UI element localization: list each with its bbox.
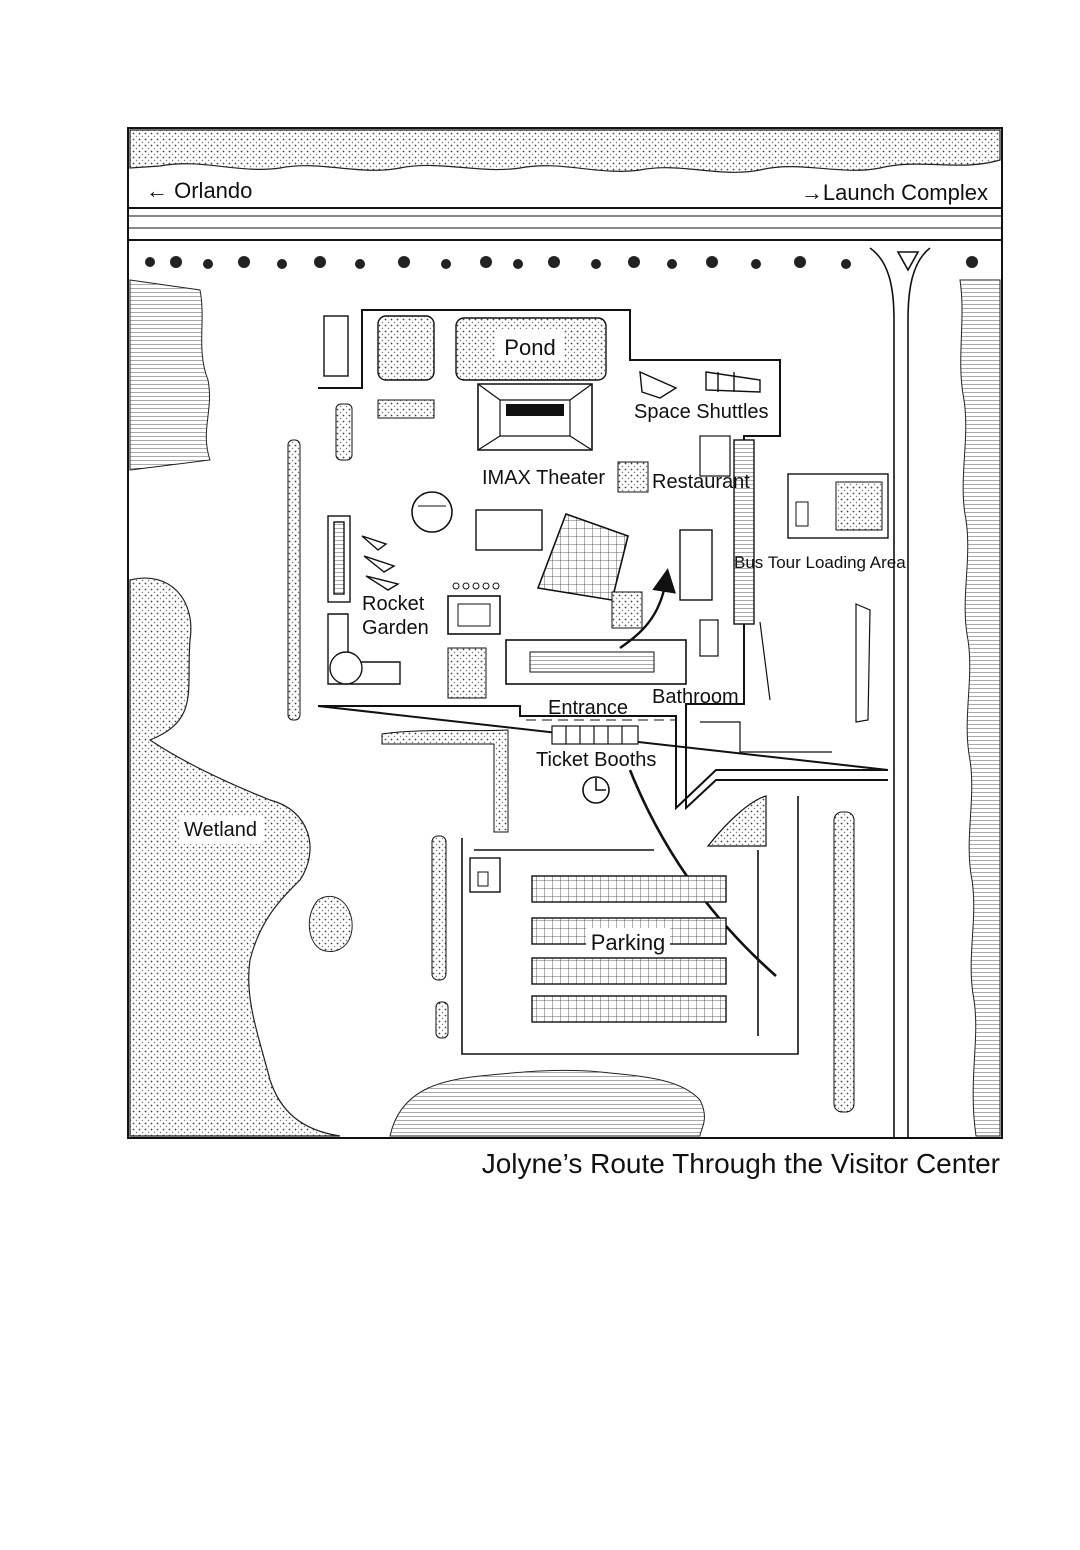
- bus-tour-building: [679, 529, 713, 601]
- wetland-pond: [308, 895, 353, 952]
- dome-building: [411, 491, 453, 533]
- rocket-garden-label-2: Garden: [362, 617, 429, 639]
- map-caption: Jolyne’s Route Through the Visitor Cente…: [481, 1148, 1000, 1179]
- route-arrow-icon: [628, 769, 777, 977]
- triangle-island: [706, 795, 767, 847]
- map-frame: [127, 127, 1003, 1139]
- bollards: [452, 582, 500, 590]
- tree-bed-east: [611, 591, 643, 629]
- east-parking-hedge: [833, 811, 855, 1113]
- shuttle-icon: [639, 370, 761, 399]
- imax-theater-building: [477, 383, 593, 451]
- cube-building: [475, 509, 543, 551]
- parking-rows: [531, 875, 727, 1023]
- space-shuttles-label: Space Shuttles: [634, 401, 769, 423]
- access-road: [869, 247, 931, 1138]
- wetland-label-bg: [180, 816, 264, 844]
- bus-loading-canopy: [733, 439, 755, 625]
- east-hedges: [700, 603, 871, 753]
- bus-tour-label: Bus Tour Loading Area: [734, 553, 906, 572]
- parking-lot-outline: [461, 796, 799, 1055]
- square-building: [447, 595, 501, 635]
- nw-building: [323, 315, 349, 377]
- ticket-booths-label: Ticket Booths: [536, 749, 656, 771]
- restaurant-label: Restaurant: [652, 471, 750, 493]
- rocket-garden-dome: [329, 651, 363, 685]
- top-tree-band: [129, 129, 1001, 173]
- entrance-building: [505, 639, 687, 685]
- rocket-garden-label-1: Rocket: [362, 593, 425, 615]
- ticket-booths-structure: [551, 725, 639, 745]
- wetland-label: Wetland: [184, 819, 257, 841]
- tree-row: [145, 256, 978, 269]
- west-hedges: [287, 403, 353, 721]
- yield-triangle-icon: [896, 251, 920, 272]
- tree-cluster-center: [617, 461, 649, 493]
- entrance-label: Entrance: [548, 697, 628, 719]
- road-label-orlando: ← Orlando: [146, 178, 252, 203]
- route-arrow-inner: [619, 568, 676, 649]
- parking-kiosk: [469, 857, 501, 893]
- flower-bed-north: [377, 399, 435, 419]
- bathroom-building: [699, 619, 719, 657]
- road-label-launch-complex: →Launch Complex: [801, 180, 988, 205]
- central-hedges: [381, 729, 509, 1039]
- parking-label-bg: [586, 928, 670, 956]
- east-lot-building: [795, 501, 809, 527]
- bathroom-label: Bathroom: [652, 686, 739, 708]
- east-lot: [787, 473, 889, 539]
- rocket-icon: [327, 515, 400, 603]
- wetland-area: [129, 577, 341, 1137]
- bottom-tree-band: [389, 1069, 705, 1137]
- pond-label-bg: [496, 330, 564, 360]
- compass-icon: [582, 776, 610, 804]
- pond-label: Pond: [504, 335, 555, 360]
- east-forest: [959, 279, 1001, 1137]
- compound-wall: [317, 309, 889, 811]
- tree-bed-west: [447, 647, 487, 699]
- parking-label: Parking: [591, 930, 666, 955]
- west-forest: [129, 279, 211, 471]
- pond-small: [377, 315, 435, 381]
- restaurant-building: [699, 435, 731, 477]
- imax-theater-label: IMAX Theater: [482, 467, 605, 489]
- east-lot-trees: [835, 481, 883, 531]
